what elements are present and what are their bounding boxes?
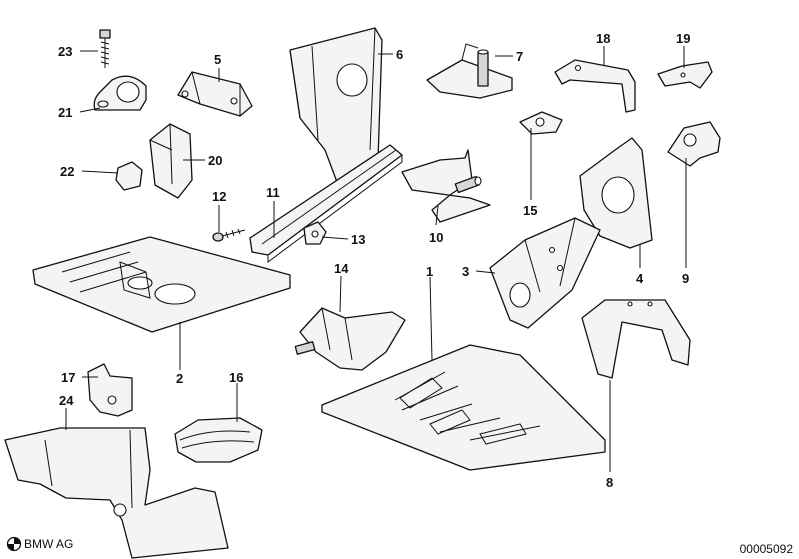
callout-20: 20 xyxy=(208,153,222,168)
part-24-shield xyxy=(4,427,229,559)
callout-21: 21 xyxy=(58,105,72,120)
callout-17: 17 xyxy=(61,370,75,385)
drawing-number: 00005092 xyxy=(740,542,794,556)
part-15-clip xyxy=(519,111,563,135)
callout-11: 11 xyxy=(266,185,280,200)
part-3-bracket xyxy=(489,217,601,329)
part-5-bracket xyxy=(177,71,253,117)
callout-labels: 23 21 5 6 7 18 19 22 20 12 11 13 10 15 4… xyxy=(58,31,690,490)
part-6-gusset xyxy=(289,27,383,191)
callout-3: 3 xyxy=(462,264,469,279)
footer: BMW AG 00005092 xyxy=(6,536,794,556)
leader-lines xyxy=(65,46,687,472)
part-10-bracket xyxy=(401,149,491,223)
callout-18: 18 xyxy=(596,31,610,46)
callout-22: 22 xyxy=(60,164,74,179)
callout-4: 4 xyxy=(636,271,644,286)
callout-13: 13 xyxy=(351,232,365,247)
brand-name: BMW AG xyxy=(24,537,73,551)
part-20-bracket xyxy=(149,123,193,199)
callout-12: 12 xyxy=(212,189,226,204)
callout-23: 23 xyxy=(58,44,72,59)
callout-8: 8 xyxy=(606,475,613,490)
callout-24: 24 xyxy=(59,393,74,408)
part-17-bracket xyxy=(87,363,133,417)
callout-14: 14 xyxy=(334,261,349,276)
callout-6: 6 xyxy=(396,47,403,62)
callout-5: 5 xyxy=(214,52,221,67)
part-11-rail xyxy=(249,144,403,263)
callout-1: 1 xyxy=(426,264,433,279)
part-1-floor-panel xyxy=(321,344,606,471)
part-8-bracket xyxy=(581,299,691,379)
part-22-clip xyxy=(115,161,143,191)
callout-9: 9 xyxy=(682,271,689,286)
callout-2: 2 xyxy=(176,371,183,386)
part-21-clamp xyxy=(93,75,147,111)
part-19-bracket xyxy=(657,61,713,89)
part-16-clamp xyxy=(174,417,263,463)
callout-19: 19 xyxy=(676,31,690,46)
callout-15: 15 xyxy=(523,203,537,218)
callout-16: 16 xyxy=(229,370,243,385)
part-4-gusset xyxy=(579,137,653,249)
part-18-bracket xyxy=(554,59,636,113)
callout-7: 7 xyxy=(516,49,523,64)
part-12-screw xyxy=(212,228,246,242)
part-13-clip xyxy=(303,221,327,245)
part-2-floor-panel xyxy=(32,236,291,333)
part-23-screw xyxy=(99,29,111,68)
part-7-bracket xyxy=(426,43,513,99)
bmw-roundel-icon xyxy=(6,536,22,552)
part-14-bracket xyxy=(294,307,406,371)
part-9-bracket xyxy=(667,121,721,167)
callout-10: 10 xyxy=(429,230,443,245)
